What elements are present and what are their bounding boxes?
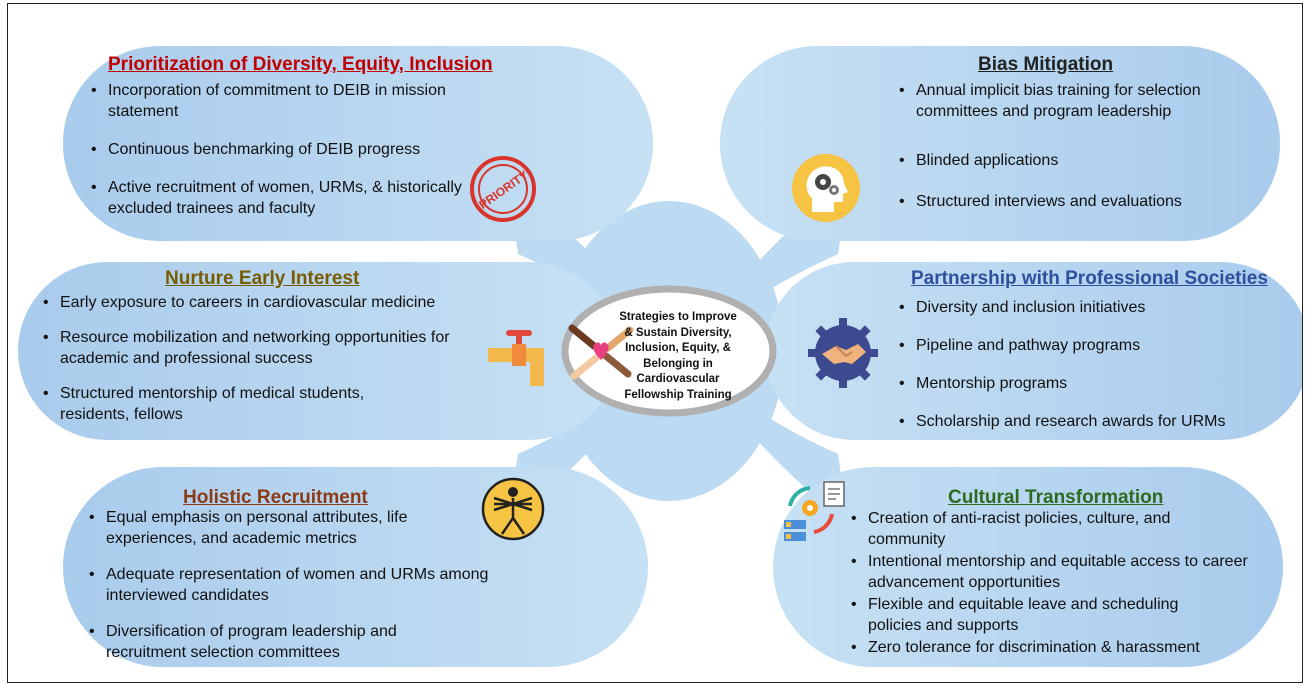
bias-list: Annual implicit bias training for select… (896, 80, 1236, 212)
priority-list: Incorporation of commitment to DEIB in m… (88, 80, 518, 219)
priority-item: Continuous benchmarking of DEIB progress (88, 139, 518, 160)
center-title-line: & Sustain Diversity, (624, 326, 732, 339)
center-title-line: Cardiovascular (636, 373, 720, 385)
cultural-list: Creation of anti-racist policies, cultur… (848, 508, 1248, 658)
partnership-item: Diversity and inclusion initiatives (896, 297, 1276, 318)
holistic-item: Diversification of program leadership an… (86, 621, 466, 663)
nurture-title: Nurture Early Interest (165, 268, 360, 289)
diagram-frame: Strategies to Improve & Sustain Diversit… (7, 3, 1303, 683)
process-cycle-icon (784, 481, 845, 541)
priority-item: Incorporation of commitment to DEIB in m… (88, 80, 508, 122)
center-title-line: Strategies to Improve (619, 311, 737, 323)
cultural-item: Creation of anti-racist policies, cultur… (848, 508, 1248, 550)
center-title: Strategies to Improve & Sustain Diversit… (613, 310, 743, 403)
bias-item: Structured interviews and evaluations (896, 191, 1236, 212)
nurture-item: Early exposure to careers in cardiovascu… (40, 292, 490, 313)
partnership-item: Pipeline and pathway programs (896, 335, 1276, 356)
holistic-title: Holistic Recruitment (183, 487, 368, 508)
cultural-item: Intentional mentorship and equitable acc… (848, 551, 1248, 593)
united-hands-icon (568, 324, 634, 380)
holistic-list: Equal emphasis on personal attributes, l… (86, 507, 556, 663)
cultural-item: Flexible and equitable leave and schedul… (848, 594, 1228, 636)
partnership-title: Partnership with Professional Societies (911, 268, 1268, 289)
center-title-line: Inclusion, Equity, & (625, 342, 731, 354)
cultural-title: Cultural Transformation (948, 487, 1164, 508)
nurture-list: Early exposure to careers in cardiovascu… (40, 292, 490, 425)
priority-item: Active recruitment of women, URMs, & his… (88, 177, 488, 219)
nurture-item: Resource mobilization and networking opp… (40, 327, 480, 369)
cultural-item: Zero tolerance for discrimination & hara… (848, 637, 1248, 658)
vitruvian-man-icon (481, 477, 545, 541)
partnership-list: Diversity and inclusion initiatives Pipe… (896, 297, 1276, 432)
head-gears-icon (792, 154, 860, 222)
holistic-item: Adequate representation of women and URM… (86, 564, 546, 606)
partnership-item: Mentorship programs (896, 373, 1276, 394)
center-title-line: Fellowship Training (624, 388, 732, 401)
partnership-item: Scholarship and research awards for URMs (896, 411, 1276, 432)
pipeline-valve-icon (488, 330, 544, 386)
bias-title: Bias Mitigation (978, 54, 1114, 75)
center-title-line: Belonging in (643, 357, 713, 370)
priority-stamp-icon: PRIORITY (470, 156, 536, 222)
holistic-item: Equal emphasis on personal attributes, l… (86, 507, 466, 549)
bias-item: Blinded applications (896, 150, 1236, 171)
bias-item: Annual implicit bias training for select… (896, 80, 1236, 122)
priority-title: Prioritization of Diversity, Equity, Inc… (108, 54, 493, 75)
handshake-gear-icon (808, 318, 878, 388)
nurture-item: Structured mentorship of medical student… (40, 383, 430, 425)
